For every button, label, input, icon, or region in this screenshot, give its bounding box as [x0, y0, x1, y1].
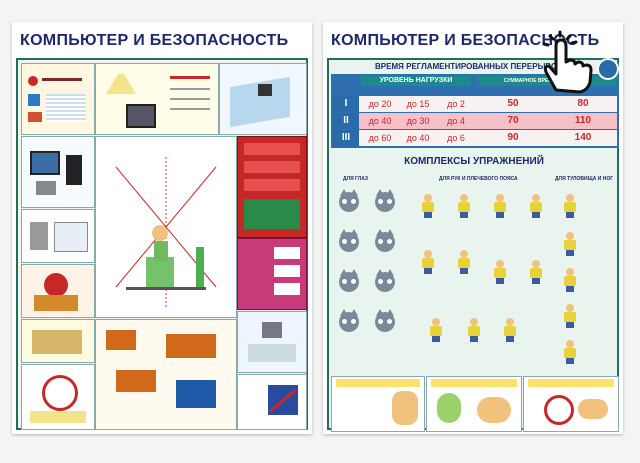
exercise-figure — [527, 194, 545, 218]
cat-face-icon — [375, 189, 395, 212]
panel-grounding — [21, 136, 95, 208]
cat-face-icon — [339, 229, 359, 252]
exercise-figure — [501, 318, 519, 342]
exercise-figure — [491, 260, 509, 284]
panel-ergonomics — [95, 136, 237, 318]
pointer-hand-icon — [542, 30, 593, 94]
exercise-figure — [419, 250, 437, 274]
exercise-figure — [561, 232, 579, 256]
exercises-title: КОМПЛЕКСЫ УПРАЖНЕНИЙ — [404, 156, 544, 167]
col-eyes-title: ДЛЯ ГЛАЗ — [343, 176, 369, 182]
cat-face-icon — [339, 269, 359, 292]
col-arms-title: ДЛЯ РУК И ПЛЕЧЕВОГО ПОЯСА — [439, 176, 518, 182]
panel-no-food — [21, 364, 95, 430]
panel-trainers — [523, 376, 619, 432]
panel-lighting — [95, 63, 219, 135]
panel-workplace-size — [219, 63, 307, 135]
cat-face-icon — [339, 309, 359, 332]
break-table-title: ВРЕМЯ РЕГЛАМЕНТИРОВАННЫХ ПЕРЕРЫВОВ — [375, 62, 563, 71]
cat-face-icon — [375, 309, 395, 332]
table-row: I до 20 до 15 до 2 50 80 — [333, 96, 617, 112]
break-header: СУММАРНОЕ ВРЕМЯ ПЕРЕРЫВОВ — [477, 76, 617, 86]
exercise-figure — [455, 194, 473, 218]
logo-icon — [597, 58, 619, 80]
poster-right-title: КОМПЬЮТЕР И БЕЗОПАСНОСТЬ — [331, 32, 600, 49]
table-row: III до 60 до 40 до 6 90 140 — [333, 130, 617, 146]
exercise-figure — [561, 304, 579, 328]
exercise-figure — [527, 260, 545, 284]
load-header: УРОВЕНЬ НАГРУЗКИ — [361, 76, 471, 86]
cat-face-icon — [375, 229, 395, 252]
exercise-figure — [465, 318, 483, 342]
poster-right: КОМПЬЮТЕР И БЕЗОПАСНОСТЬ ВРЕМЯ РЕГЛАМЕНТ… — [323, 22, 623, 434]
panel-parameters — [237, 136, 307, 238]
table-row: II до 40 до 30 до 4 70 110 — [333, 113, 617, 129]
poster-left: КОМПЬЮТЕР И БЕЗОПАСНОСТЬ — [12, 22, 312, 434]
exercise-figure — [561, 340, 579, 364]
panel-vitamins — [426, 376, 522, 432]
break-table: УРОВЕНЬ НАГРУЗКИ СУММАРНОЕ ВРЕМЯ ПЕРЕРЫВ… — [331, 74, 619, 148]
poster-left-title: КОМПЬЮТЕР И БЕЗОПАСНОСТЬ — [20, 32, 289, 49]
exercise-figure — [419, 194, 437, 218]
panel-check-before — [21, 209, 95, 263]
cat-face-icon — [339, 189, 359, 212]
panel-room-layout — [95, 319, 237, 430]
panel-microclimate — [237, 238, 307, 310]
panel-special-glasses — [331, 376, 425, 432]
poster-left-frame — [16, 58, 308, 430]
ergonomics-diagram — [115, 157, 217, 307]
exercise-figure — [561, 194, 579, 218]
col-body-title: ДЛЯ ТУЛОВИЩА И НОГ — [555, 176, 614, 182]
panel-no-sign — [237, 374, 307, 430]
exercise-figure — [455, 250, 473, 274]
cat-face-icon — [375, 269, 395, 292]
panel-ionization — [237, 311, 307, 373]
panel-power-off — [21, 264, 95, 318]
exercise-figure — [427, 318, 445, 342]
exercise-figure — [491, 194, 509, 218]
exercise-figure — [561, 268, 579, 292]
panel-harmful-factors — [21, 63, 95, 135]
panel-repair — [21, 319, 95, 363]
poster-right-frame: ВРЕМЯ РЕГЛАМЕНТИРОВАННЫХ ПЕРЕРЫВОВ УРОВЕ… — [327, 58, 619, 432]
